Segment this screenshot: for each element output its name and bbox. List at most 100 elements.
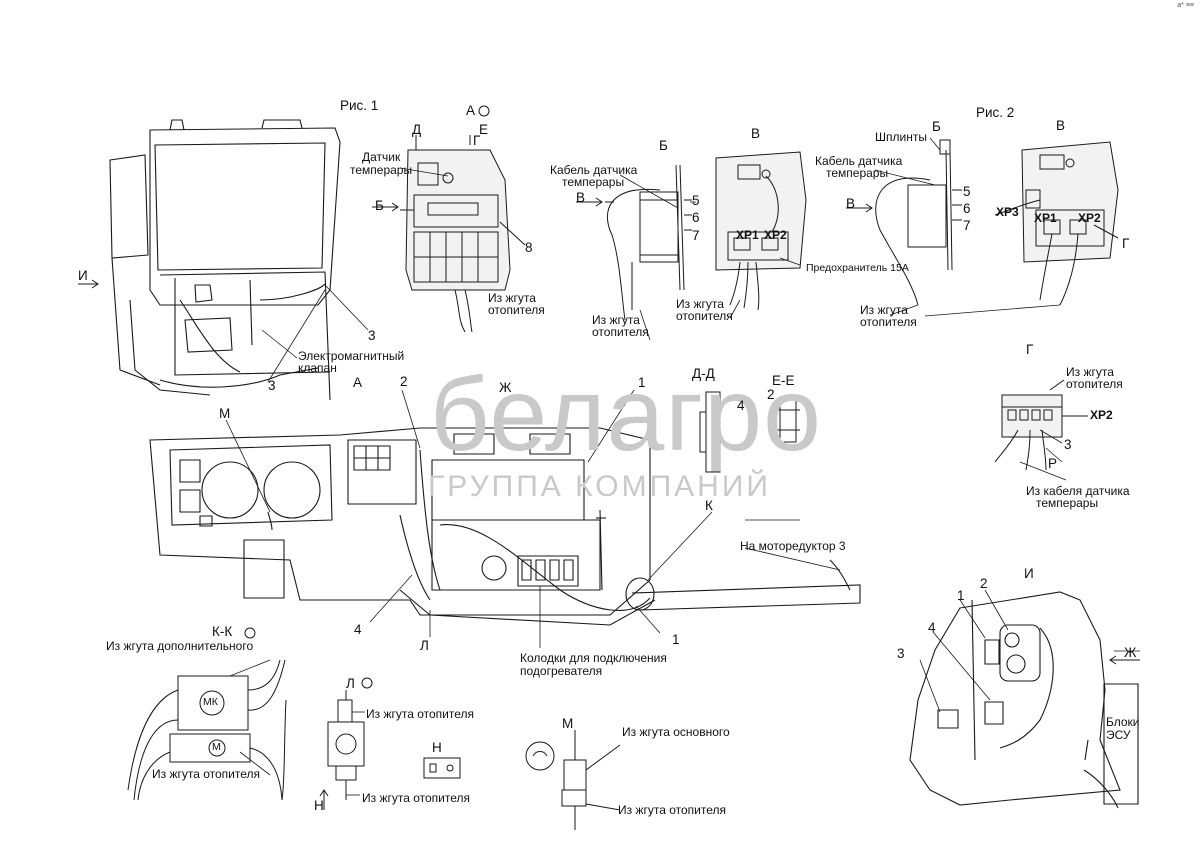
esu-blocks-line1: Блоки	[1106, 715, 1140, 729]
view-label-v-fig1: В	[751, 126, 761, 141]
from-temp-cable-line1: Из кабеля датчика	[1026, 484, 1130, 498]
connector-xp2-fig2: ХР2	[1078, 211, 1101, 225]
callout-5-fig1: 5	[692, 193, 700, 208]
from-heater-harness-m: Из жгута отопителя	[618, 803, 727, 817]
connector-xp2-g: ХР2	[1090, 408, 1113, 422]
callout-3-cab-b: 3	[268, 378, 276, 393]
esu-blocks-line2: ЭСУ	[1106, 728, 1131, 742]
view-label-l-dash: Л	[420, 638, 429, 653]
view-label-n-arrow: Н	[314, 798, 324, 813]
view-title-n: Н	[432, 740, 442, 755]
callout-4-dd: 4	[737, 398, 745, 413]
from-temp-cable-line2: темперары	[1036, 496, 1099, 510]
callout-8: 8	[525, 240, 533, 255]
callout-3-g: 3	[1064, 437, 1072, 452]
view-title-i: И	[1024, 566, 1034, 581]
from-main-harness: Из жгута основного	[622, 725, 730, 739]
view-label-v-arrow-fig1: В	[576, 190, 586, 205]
mk-label: МК	[203, 696, 218, 708]
temp-cable-b2-line2: темперары	[826, 166, 889, 180]
view-v-fig1-drawing	[716, 152, 806, 310]
view-label-i-left: И	[78, 268, 88, 283]
temp-sensor-line1: Датчик	[362, 150, 401, 164]
view-label-e-top: Е	[479, 122, 489, 137]
cab-outline	[110, 120, 340, 400]
temp-cable-b1-line2: темперары	[562, 175, 625, 189]
from-heater-b2-line1: Из жгута	[860, 303, 908, 317]
view-label-g-top: Г	[473, 133, 481, 148]
callout-6-fig1: 6	[692, 210, 700, 225]
from-heater-v1-line2: отопителя	[676, 309, 733, 323]
detail-kk-drawing	[128, 660, 286, 800]
from-heater-b1-line2: отопителя	[592, 325, 649, 339]
detail-n-drawing	[424, 758, 460, 778]
from-heater-harness-l-bottom: Из жгута отопителя	[362, 791, 471, 805]
callout-2-ee: 2	[767, 387, 775, 402]
callout-3-cab-a: 3	[368, 328, 376, 343]
view-label-r: Р	[1048, 456, 1058, 471]
connector-xp2-fig1: ХР2	[764, 228, 787, 242]
temp-sensor-line2: темперары	[350, 163, 413, 177]
view-b-fig2-drawing	[876, 140, 962, 305]
detail-m-drawing	[526, 730, 620, 830]
solenoid-line1: Электромагнитный	[298, 349, 405, 363]
detail-l-drawing	[328, 690, 364, 800]
view-label-zh-i: Ж	[1124, 645, 1137, 660]
callout-1-dash-bottom: 1	[672, 632, 680, 647]
callout-2-i: 2	[980, 576, 988, 591]
from-heater-g-line2: отопителя	[1066, 377, 1123, 391]
from-heater-b1-line1: Из жгута	[592, 313, 640, 327]
callout-2-dash: 2	[400, 374, 408, 389]
section-title-ee: Е-Е	[772, 373, 795, 388]
from-additional-harness: Из жгута дополнительного	[106, 639, 254, 653]
connector-xp3-fig2: ХР3	[996, 205, 1019, 219]
to-motor-reducer: На моторедуктор 3	[740, 539, 846, 553]
panel-a-drawing	[400, 135, 525, 332]
view-v-fig2-drawing	[995, 142, 1118, 305]
section-title-dd: Д-Д	[692, 366, 715, 381]
callout-3-i: 3	[897, 646, 905, 661]
watermark-logo: белагро	[430, 357, 822, 473]
from-heater-a-line2: отопителя	[488, 303, 545, 317]
connector-xp1-fig1: ХР1	[736, 228, 759, 242]
callout-6-fig2: 6	[963, 201, 971, 216]
from-heater-b2-line2: отопителя	[860, 315, 917, 329]
temp-cable-b2-line1: Кабель датчика	[815, 154, 903, 168]
view-b-fig1-drawing	[605, 165, 692, 320]
view-label-d-top: Д	[412, 122, 422, 137]
view-label-a-dash: А	[353, 375, 363, 390]
view-i-drawing	[910, 592, 1140, 808]
watermark-subtitle: ГРУППА КОМПАНИЙ	[428, 470, 771, 503]
from-heater-harness-kk: Из жгута отопителя	[152, 767, 261, 781]
from-heater-harness-l-top: Из жгута отопителя	[366, 707, 475, 721]
section-title-kk: К-К	[212, 624, 233, 639]
from-heater-g-line1: Из жгута	[1066, 365, 1114, 379]
view-label-b-fig2: Б	[932, 119, 941, 134]
figure-1-title: Рис. 1	[340, 98, 379, 113]
callout-7-fig1: 7	[692, 228, 700, 243]
view-label-k-dash: К	[705, 498, 713, 513]
view-title-g: Г	[1026, 342, 1034, 357]
view-label-g-fig2: Г	[1122, 236, 1130, 251]
callout-7-fig2: 7	[963, 218, 971, 233]
callout-1-i: 1	[957, 588, 965, 603]
temp-cable-b1-line1: Кабель датчика	[550, 163, 638, 177]
fuse-label: Предохранитель 15А	[806, 262, 909, 274]
heater-pads-line1: Колодки для подключения	[520, 651, 667, 665]
cotter-pins-label: Шплинты	[875, 130, 927, 144]
corner-mark: а* ≡≡	[1177, 2, 1194, 9]
figure-2-title: Рис. 2	[976, 105, 1015, 120]
view-g-drawing	[995, 380, 1088, 470]
dashboard-drawing	[150, 428, 860, 625]
callout-4-dash: 4	[354, 622, 362, 637]
m-small-label: М	[212, 741, 221, 753]
view-label-v-arrow-fig2: В	[846, 196, 856, 211]
callout-5-fig2: 5	[963, 184, 971, 199]
view-title-l: Л	[346, 676, 355, 691]
callout-1-dash-top: 1	[638, 375, 646, 390]
view-label-a-top: А	[466, 103, 476, 118]
solenoid-line2: клапан	[298, 361, 337, 375]
sections-dd-ee-drawing	[700, 392, 800, 472]
from-heater-v1-line1: Из жгута	[676, 297, 724, 311]
